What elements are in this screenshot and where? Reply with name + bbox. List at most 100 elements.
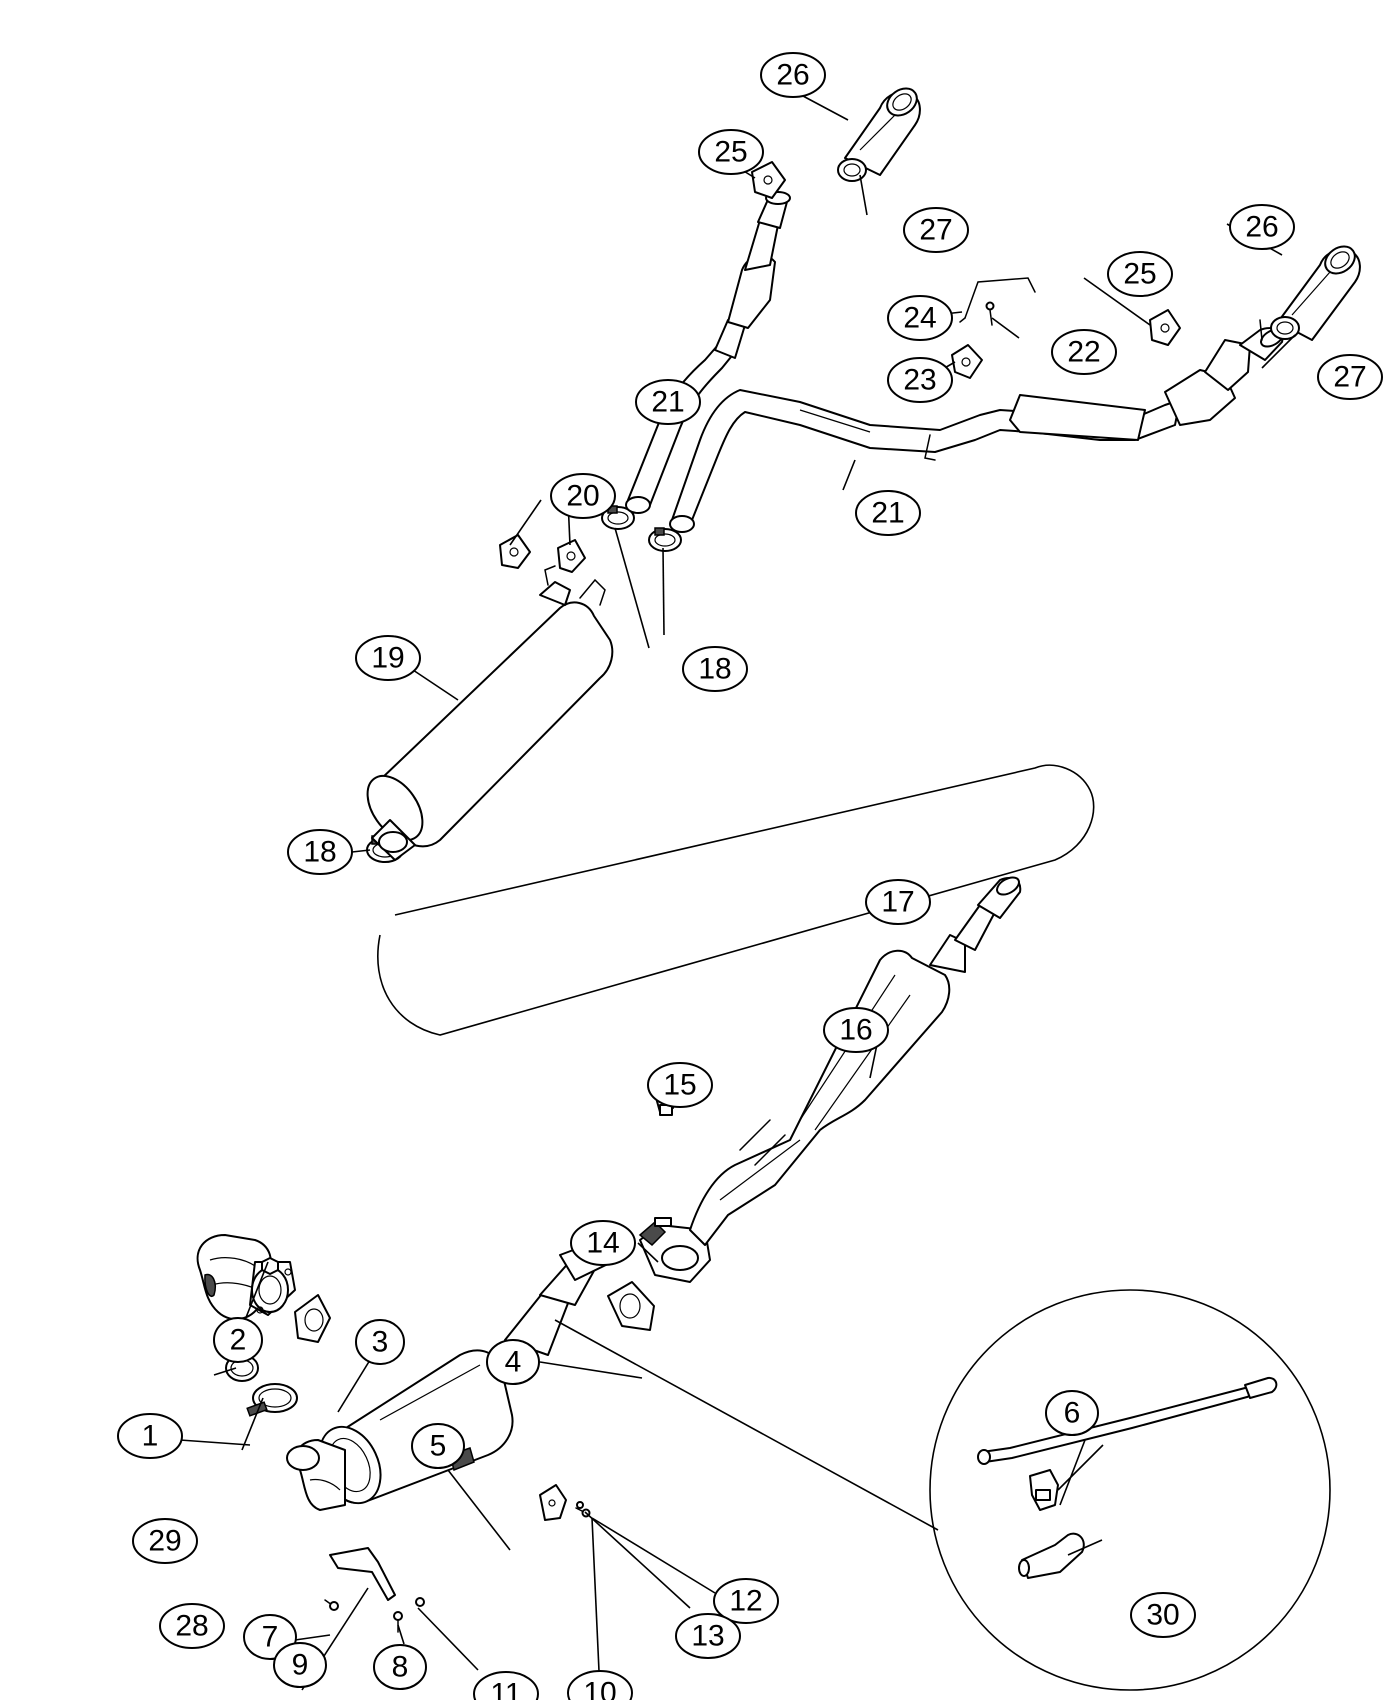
svg-text:26: 26 — [1245, 211, 1278, 244]
part-7-screw — [324, 1599, 339, 1611]
part-19-muffler — [366, 565, 614, 861]
part-3-gasket — [294, 1294, 331, 1343]
svg-text:17: 17 — [881, 886, 914, 919]
svg-text:24: 24 — [903, 302, 936, 335]
svg-text:15: 15 — [663, 1069, 696, 1102]
svg-text:27: 27 — [1333, 361, 1366, 394]
part-27-clamp-left — [837, 158, 867, 182]
svg-text:29: 29 — [148, 1525, 181, 1558]
callout-16: 16 — [823, 1007, 889, 1053]
callout-26-right: 26 — [1229, 204, 1295, 250]
svg-text:19: 19 — [371, 642, 404, 675]
callout-21-right: 21 — [855, 490, 921, 536]
callout-27-right: 27 — [1317, 354, 1383, 400]
svg-text:3: 3 — [372, 1326, 389, 1359]
callout-18-lower: 18 — [287, 829, 353, 875]
part-8-bolt — [393, 1611, 403, 1633]
svg-text:7: 7 — [262, 1621, 279, 1654]
svg-text:11: 11 — [490, 1678, 521, 1700]
callout-29: 29 — [132, 1518, 198, 1564]
callout-26-left: 26 — [760, 52, 826, 98]
svg-text:18: 18 — [698, 653, 731, 686]
callout-19: 19 — [355, 635, 421, 681]
svg-text:9: 9 — [292, 1649, 309, 1682]
svg-text:1: 1 — [142, 1420, 159, 1453]
part-2-nut — [261, 1257, 279, 1275]
part-18-clamp-upper-left — [601, 505, 635, 530]
callout-22: 22 — [1051, 329, 1117, 375]
svg-text:14: 14 — [586, 1227, 619, 1260]
callout-25-left: 25 — [698, 129, 764, 175]
callout-18-upper: 18 — [682, 646, 748, 692]
svg-text:10: 10 — [583, 1677, 616, 1700]
callout-2: 2 — [213, 1317, 263, 1363]
callout-25-right: 25 — [1107, 251, 1173, 297]
callout-15: 15 — [647, 1062, 713, 1108]
part-4-flange-gasket — [607, 1281, 655, 1331]
callout-9: 9 — [273, 1642, 327, 1688]
svg-text:13: 13 — [691, 1620, 724, 1653]
callout-5: 5 — [411, 1423, 465, 1469]
svg-text:25: 25 — [1123, 258, 1156, 291]
svg-text:5: 5 — [430, 1430, 447, 1463]
callout-8: 8 — [373, 1644, 427, 1690]
part-26-exhaust-tip-left — [844, 87, 921, 176]
part-11-nut — [415, 1597, 425, 1607]
connection-loop — [377, 764, 1095, 1036]
part-27-clamp-right — [1270, 316, 1300, 340]
callout-17: 17 — [865, 879, 931, 925]
part-25-isolator-right — [1149, 309, 1181, 346]
part-16-intermediate-pipe — [689, 876, 1022, 1246]
svg-text:18: 18 — [303, 836, 336, 869]
svg-text:30: 30 — [1146, 1599, 1179, 1632]
part-14-flange-sensor — [638, 1217, 711, 1283]
svg-text:21: 21 — [651, 386, 684, 419]
part-24-hanger — [959, 277, 1036, 323]
callout-21-left: 21 — [635, 379, 701, 425]
part-20-isolators — [499, 534, 586, 573]
callout-27-left: 27 — [903, 207, 969, 253]
callout-28: 28 — [159, 1603, 225, 1649]
callout-13: 13 — [675, 1613, 741, 1659]
svg-text:2: 2 — [230, 1324, 247, 1357]
svg-text:20: 20 — [566, 480, 599, 513]
sensor-detail-view — [554, 1289, 1331, 1691]
part-21-tailpipe-right — [669, 319, 1284, 533]
callout-24: 24 — [887, 295, 953, 341]
svg-text:6: 6 — [1064, 1397, 1081, 1430]
callout-20: 20 — [550, 473, 616, 519]
svg-text:28: 28 — [175, 1610, 208, 1643]
svg-text:22: 22 — [1067, 336, 1100, 369]
part-26-exhaust-tip-right — [1277, 245, 1361, 341]
callout-4: 4 — [486, 1339, 540, 1385]
svg-text:27: 27 — [919, 214, 952, 247]
svg-text:21: 21 — [871, 497, 904, 530]
callout-11: 11 — [473, 1671, 539, 1700]
part-23-isolator — [951, 344, 983, 379]
part-31-sensor — [1018, 1532, 1085, 1579]
part-30-sensor — [1029, 1469, 1059, 1511]
leader-lines — [179, 87, 1296, 1694]
svg-text:26: 26 — [776, 59, 809, 92]
part-18-clamp-upper-right — [648, 527, 682, 552]
svg-text:12: 12 — [729, 1585, 762, 1618]
part-9-bracket — [329, 1547, 396, 1601]
callout-1: 1 — [117, 1413, 183, 1459]
part-25-isolator-left — [751, 161, 786, 199]
callout-30: 30 — [1130, 1592, 1196, 1638]
callout-6: 6 — [1045, 1390, 1099, 1436]
svg-text:8: 8 — [392, 1651, 409, 1684]
svg-text:25: 25 — [714, 136, 747, 169]
svg-text:16: 16 — [839, 1014, 872, 1047]
part-6-sensor-tube — [977, 1376, 1278, 1465]
callout-10: 10 — [567, 1670, 633, 1700]
callout-14: 14 — [570, 1220, 636, 1266]
svg-text:4: 4 — [505, 1346, 522, 1379]
part-1-outlet-elbow — [196, 1234, 296, 1321]
callout-12: 12 — [713, 1578, 779, 1624]
part-28-band-clamp — [246, 1383, 298, 1417]
callout-3: 3 — [355, 1319, 405, 1365]
part-22-bolt — [985, 301, 995, 326]
part-10-bracket — [539, 1484, 567, 1521]
